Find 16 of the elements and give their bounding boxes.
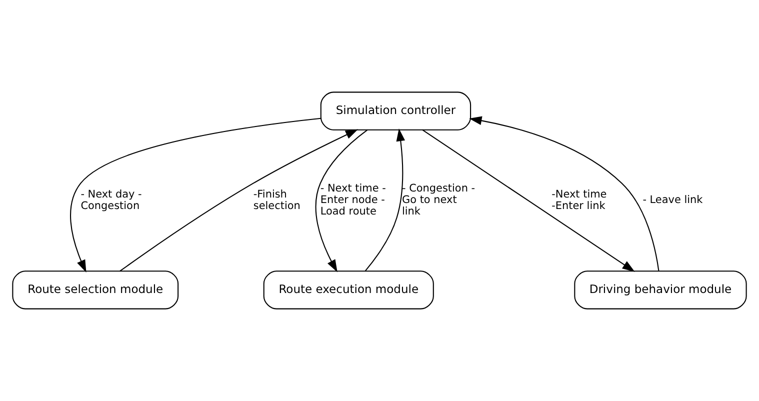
edge-label: - Next day - Congestion [80,188,142,212]
edge-label: - Congestion - Go to next link [402,182,476,218]
edge-label: -Next time -Enter link [552,188,607,212]
arrow [70,118,321,273]
arrow [422,130,635,272]
node-box: Simulation controller [320,92,472,130]
edge-label: -Finish selection [253,188,300,212]
node-box: Driving behavior module [574,270,747,310]
arrow [469,116,660,272]
arrow [315,130,368,272]
edge-label: - Leave link [642,194,703,206]
arrow [364,128,406,272]
node-box: Route execution module [263,270,434,310]
arrow [120,129,358,272]
node-box: Route selection module [12,270,179,310]
edge-label: - Next time - Enter node - Load route [320,182,386,218]
